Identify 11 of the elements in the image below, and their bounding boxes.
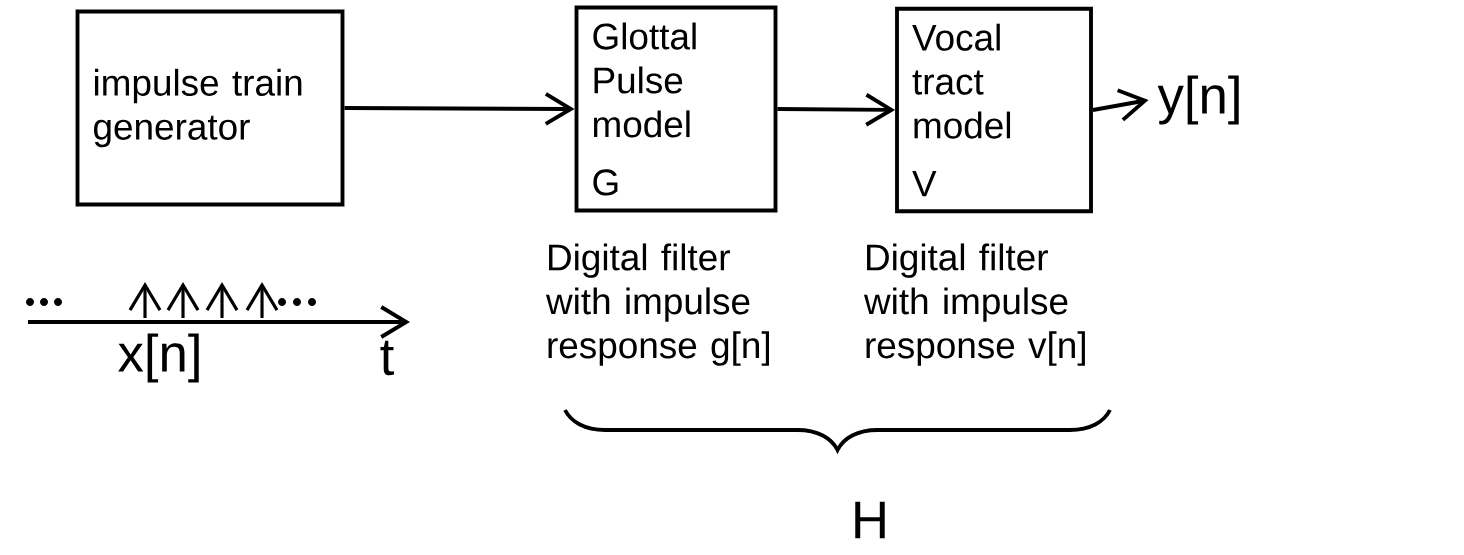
brace-label: H [855,501,885,539]
filter-caption: Digital filter with impulse response v[n] [863,243,1085,366]
signal-label: x[n] [118,333,199,383]
process-box: Glottal Pulse model G [574,5,778,213]
arrow [344,92,575,126]
arrow [777,93,896,127]
filter-caption: Digital filter with impulse response g[n] [545,243,769,366]
process-box: impulse train generator [75,9,345,207]
axis-label: t [380,340,394,376]
output-label: y[n] [1157,75,1239,125]
process-box: Vocal tract model V [895,6,1093,214]
